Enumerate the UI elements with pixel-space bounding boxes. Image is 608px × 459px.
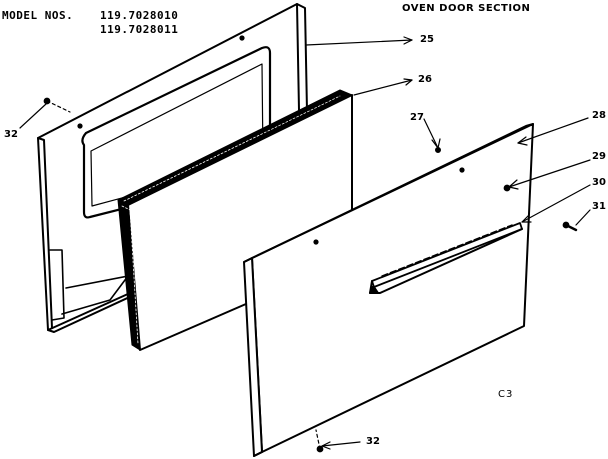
section-title: OVEN DOOR SECTION xyxy=(402,3,531,14)
callout-32-left: 32 xyxy=(4,129,18,140)
model-number-2: 119.7028011 xyxy=(100,23,179,36)
leader-lines xyxy=(19,36,591,450)
diagram-code: C3 xyxy=(498,389,514,400)
callout-31: 31 xyxy=(592,201,606,212)
callout-30: 30 xyxy=(592,177,606,188)
callout-26: 26 xyxy=(418,74,432,85)
callout-32-bottom: 32 xyxy=(366,436,380,447)
model-label: MODEL NOS. xyxy=(2,9,74,22)
callout-29: 29 xyxy=(592,151,606,162)
callout-28: 28 xyxy=(592,110,606,121)
model-number-1: 119.7028010 xyxy=(100,9,179,22)
callout-27: 27 xyxy=(410,112,424,123)
callout-25: 25 xyxy=(420,34,434,45)
door-handle-bar xyxy=(369,222,523,294)
